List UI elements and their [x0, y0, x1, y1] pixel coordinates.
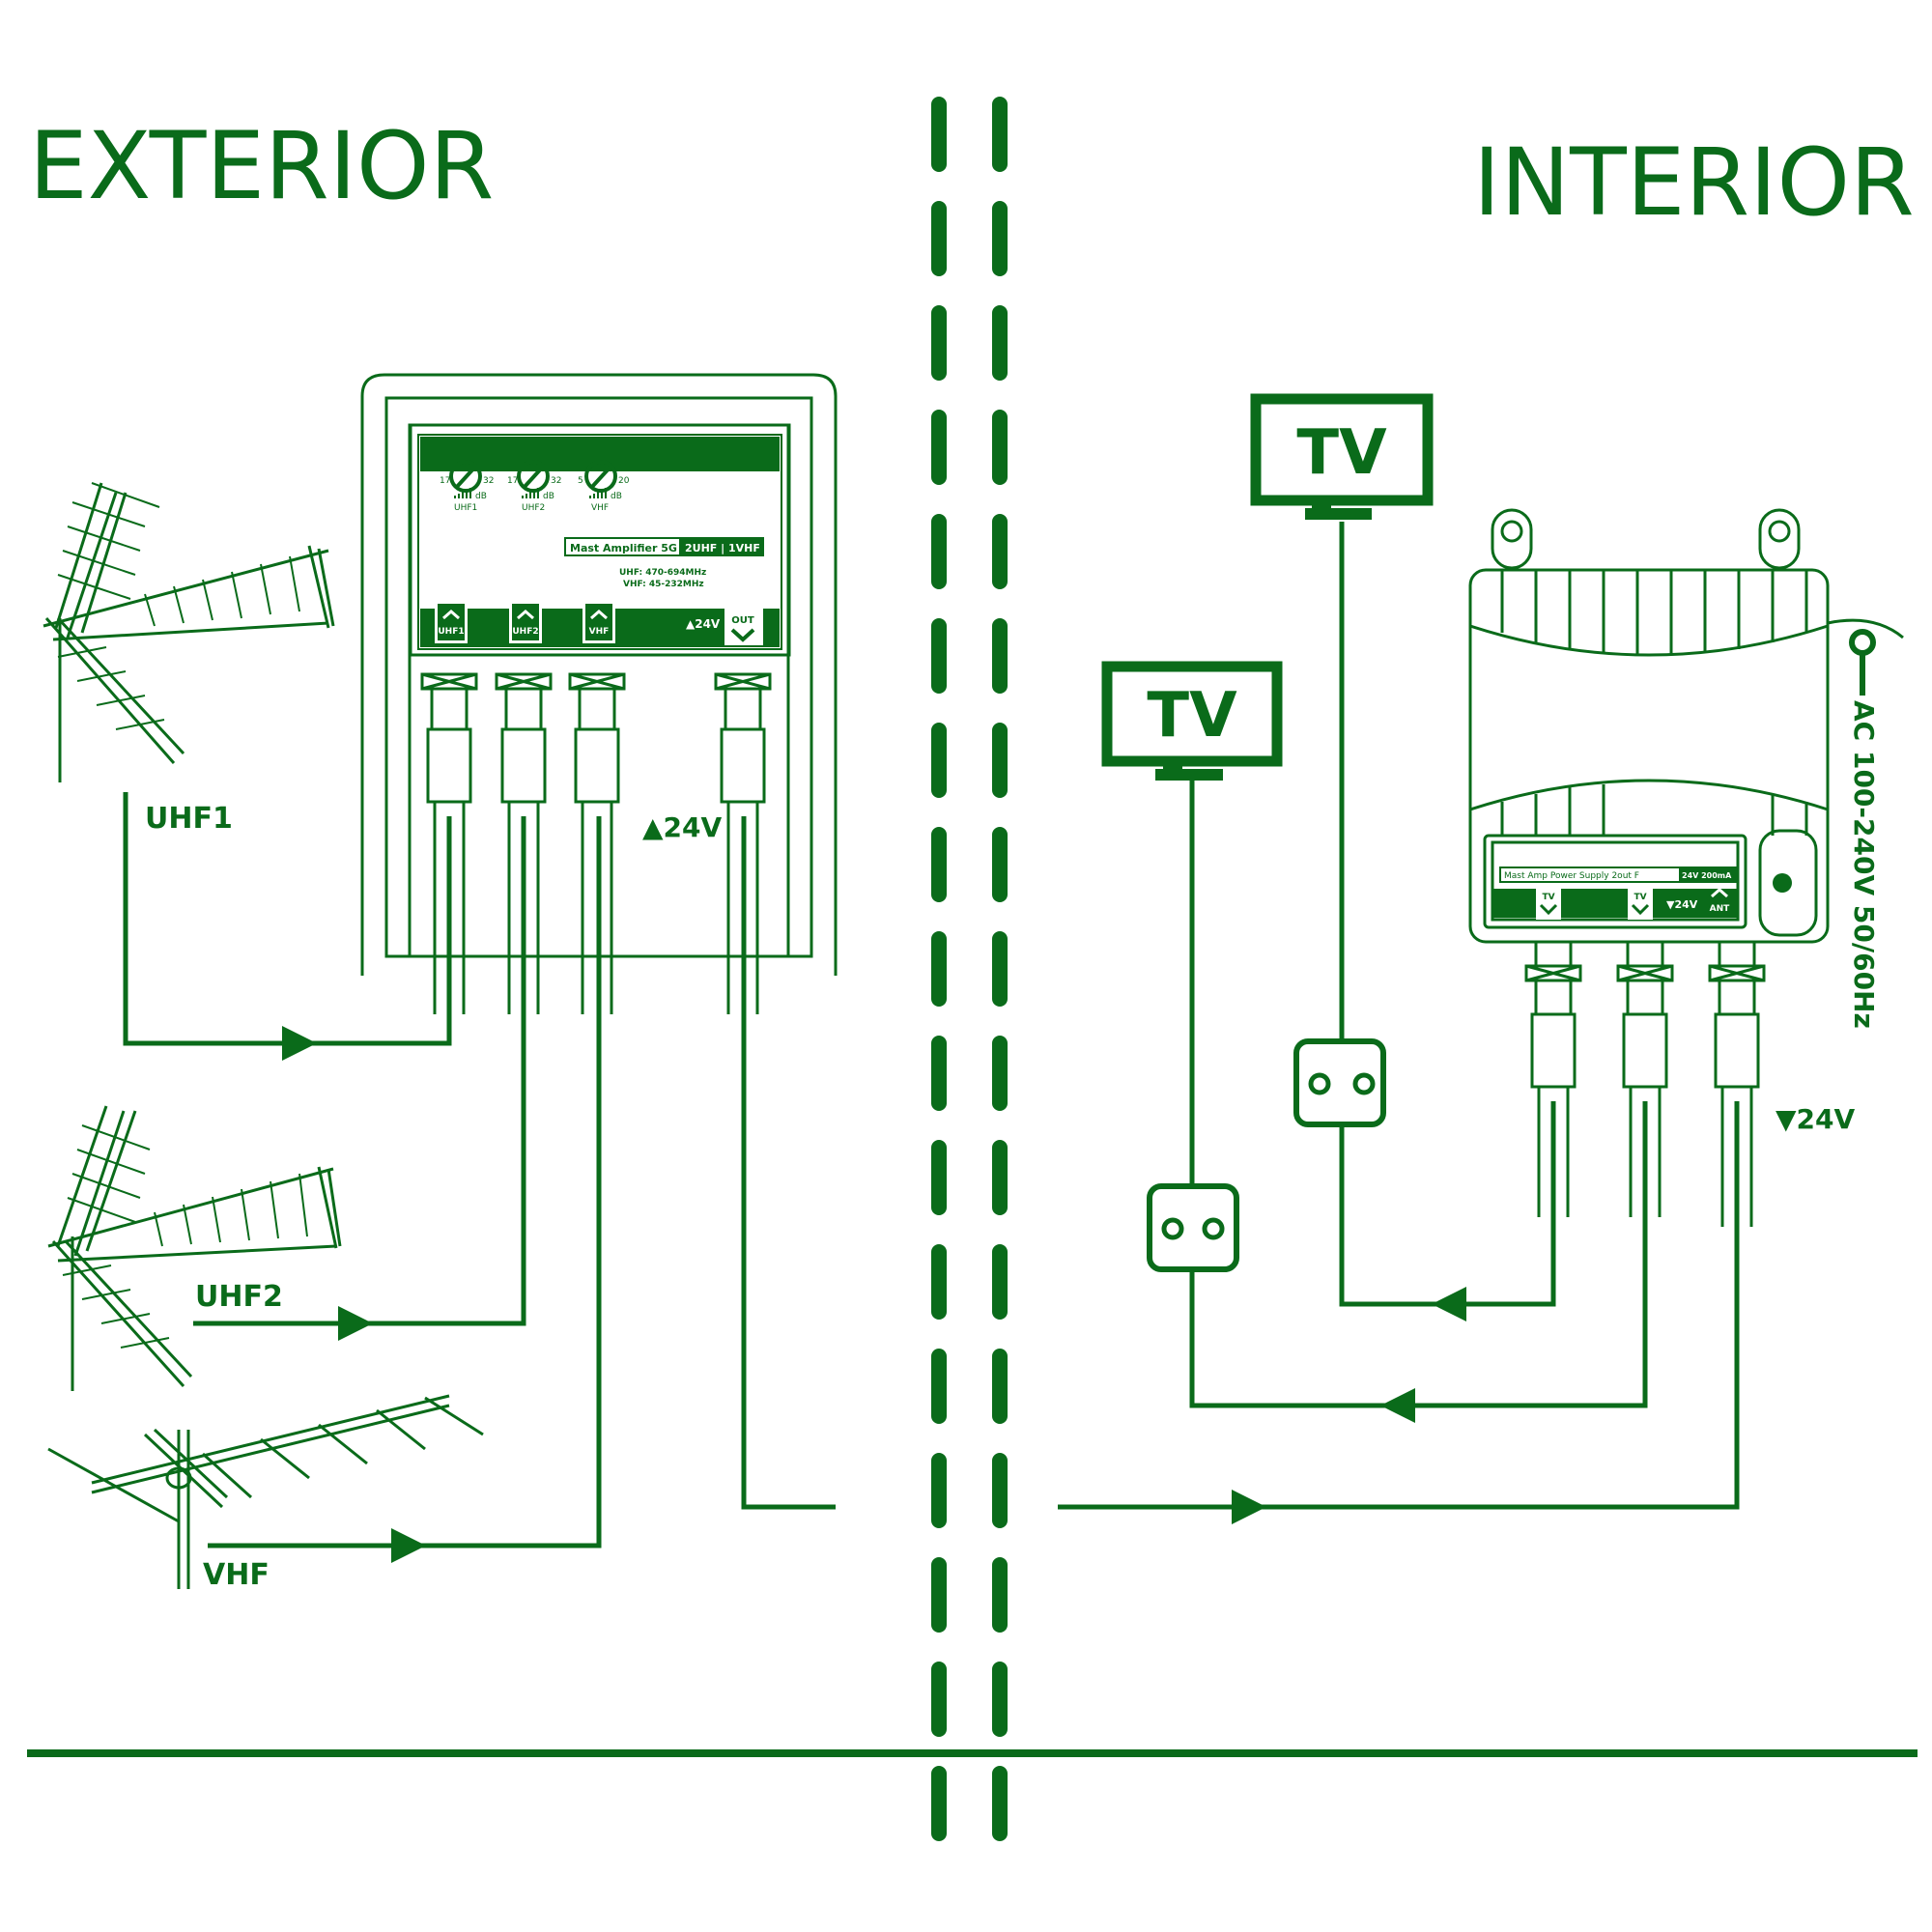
- ps-tv1-port-tab: [1536, 887, 1561, 920]
- vhf-scale-name: VHF: [591, 503, 609, 513]
- vhf-scale-min: 5: [578, 476, 583, 486]
- uhf1-antenna: [43, 482, 335, 782]
- uhf1-port-label: UHF1: [438, 627, 464, 637]
- ac-input-label: AC 100-240V 50/60Hz: [1848, 700, 1880, 1029]
- out-port-label: OUT: [731, 615, 754, 626]
- ps-tv1-label: TV: [1542, 893, 1554, 902]
- uhf1-scale-name: UHF1: [454, 503, 477, 513]
- uhf2-antenna: [47, 1105, 342, 1391]
- uhf2-scale-max: 32: [551, 476, 561, 486]
- interior-heading: INTERIOR: [1473, 128, 1915, 237]
- interior-voltage-label: ▼24V: [1776, 1103, 1855, 1135]
- ps-model: Mast Amp Power Supply 2out F: [1504, 871, 1639, 881]
- tv-upper: [1250, 393, 1434, 520]
- power-led: [1773, 873, 1792, 893]
- amplifier-voltage: ▲24V: [686, 617, 721, 631]
- uhf2-port-tab: [509, 601, 542, 643]
- exterior-heading: EXTERIOR: [29, 112, 494, 220]
- uhf1-port-tab: [435, 601, 468, 643]
- amplifier-badge-box: [679, 538, 763, 555]
- uhf2-label: UHF2: [195, 1280, 283, 1314]
- power-supply: [1468, 508, 1830, 944]
- vhf-scale-unit: dB: [611, 492, 622, 501]
- uhf1-label: UHF1: [145, 802, 233, 836]
- exterior-voltage-label: ▲24V: [642, 811, 722, 843]
- amplifier-freq-uhf: UHF: 470-694MHz: [619, 568, 706, 578]
- ps-badge: 24V 200mA: [1682, 871, 1732, 880]
- amplifier-model: Mast Amplifier 5G: [570, 542, 677, 554]
- vhf-port-tab: [582, 601, 615, 643]
- tv-lower-label: TV: [1147, 680, 1237, 752]
- vhf-scale-max: 20: [618, 476, 630, 486]
- amplifier-connectors: [420, 672, 772, 1014]
- vhf-label: VHF: [203, 1558, 270, 1592]
- ps-bottom-bar: [1493, 889, 1737, 918]
- ps-badge-box: [1679, 867, 1737, 882]
- wall-divider: [931, 97, 1008, 1848]
- ps-voltage: ▼24V: [1666, 898, 1698, 911]
- interior-flow-arrows: [1232, 1287, 1466, 1524]
- wall-socket-upper: [1293, 1038, 1386, 1127]
- ps-tv2-port-tab: [1628, 887, 1653, 920]
- ps-ant-port-tab: [1711, 888, 1728, 898]
- amplifier-badge: 2UHF | 1VHF: [685, 542, 760, 554]
- uhf1-scale-unit: dB: [475, 492, 487, 501]
- amplifier-freq-vhf: VHF: 45-232MHz: [623, 580, 704, 589]
- out-port-tab: [724, 607, 763, 645]
- uhf1-scale-max: 32: [483, 476, 494, 486]
- uhf2-scale-unit: dB: [543, 492, 554, 501]
- ps-ant-label: ANT: [1710, 904, 1730, 914]
- uhf2-scale-min: 17: [507, 476, 518, 486]
- uhf1-scale-min: 17: [440, 476, 450, 486]
- exterior-flow-arrows: [282, 1026, 426, 1563]
- wall-socket-lower: [1147, 1183, 1239, 1272]
- ac-power-cord: [1827, 618, 1904, 696]
- vhf-antenna: [47, 1394, 484, 1589]
- amplifier-panel: [417, 434, 782, 650]
- ps-connectors: [1524, 942, 1766, 1227]
- uhf2-port-label: UHF2: [512, 627, 538, 637]
- tv-lower: [1101, 661, 1283, 781]
- vhf-port-label: VHF: [589, 627, 610, 637]
- ps-tv2-label: TV: [1634, 893, 1646, 902]
- uhf2-scale-name: UHF2: [522, 503, 545, 513]
- gain-level-bars: [454, 488, 607, 498]
- tv-upper-label: TV: [1296, 417, 1387, 489]
